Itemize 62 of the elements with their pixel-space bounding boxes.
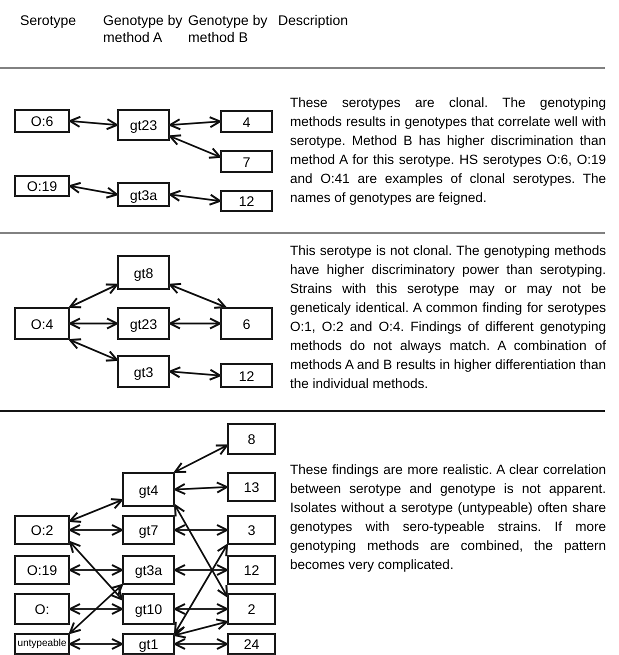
genotype-box: 2 [227, 593, 276, 625]
double-arrow [69, 638, 123, 650]
genotype-box: 12 [227, 555, 276, 585]
double-arrow [69, 116, 118, 130]
genotype-box: gt23 [117, 109, 170, 141]
genotype-box: O:4 [14, 307, 70, 340]
double-arrow [69, 318, 118, 330]
genotype-box: gt10 [122, 593, 175, 625]
double-arrow [174, 638, 228, 650]
double-arrow [169, 318, 221, 330]
double-arrow [169, 190, 221, 206]
genotype-box: O: [14, 593, 70, 625]
double-arrow [69, 498, 123, 523]
genotype-box: 8 [227, 423, 276, 455]
double-arrow [174, 564, 228, 576]
genotype-box: 13 [227, 472, 276, 502]
double-arrow [69, 584, 123, 634]
double-arrow [174, 524, 228, 536]
genotype-box: 7 [220, 150, 273, 173]
genotype-box: gt8 [117, 255, 170, 290]
column-header: Genotype by method A [103, 12, 184, 46]
genotype-box: gt3 [117, 355, 170, 388]
double-arrow [69, 338, 118, 362]
column-header: Description [278, 12, 350, 29]
genotype-box: O:2 [14, 515, 70, 545]
genotype-box: O:6 [14, 109, 70, 133]
double-arrow [69, 541, 123, 600]
double-arrow [69, 603, 123, 615]
genotype-box: gt1 [122, 633, 175, 655]
double-arrow [69, 524, 123, 536]
column-header: Serotype [20, 12, 78, 29]
genotype-box: 12 [220, 190, 273, 212]
double-arrow [174, 444, 228, 473]
genotype-box: O:19 [14, 555, 70, 585]
genotype-box: 6 [220, 307, 273, 340]
genotype-box: untypeable [14, 633, 70, 655]
double-arrow [69, 182, 118, 199]
genotype-box: 4 [220, 110, 273, 133]
genotype-box: gt23 [117, 307, 170, 340]
description-text: This serotype is not clonal. The genotyping methods have higher discriminatory power than serotyping. Strains with this serotype may or may not be geneticaly identical. A common finding for serotypes O:1, O:2 and O:4. Findings of different genotyping methods do not always match. A combination of methods A and B results in higher differentiation than the individual methods. [290, 242, 606, 393]
description-text: These findings are more realistic. A clear correlation between serotype and genotype is not apparent. Isolates without a serotype (untypeable) often share genotypes with sero-typeable strains. If more genotyping methods are combined, the pattern becomes very complicated. [290, 461, 606, 574]
double-arrow [169, 134, 221, 159]
double-arrow [174, 618, 228, 639]
column-header: Genotype by method B [188, 12, 268, 46]
genotype-box: gt4 [122, 472, 175, 507]
genotype-box: 3 [227, 515, 276, 545]
double-arrow [174, 481, 228, 496]
double-arrow [69, 564, 123, 576]
double-arrow [174, 603, 228, 615]
double-arrow [169, 282, 226, 309]
double-arrow [69, 284, 118, 308]
genotype-box: 12 [220, 363, 273, 388]
genotype-box: gt7 [122, 515, 175, 545]
double-arrow [174, 504, 228, 598]
double-arrow [169, 366, 221, 381]
description-text: These serotypes are clonal. The genotyping methods results in genotypes that correlate well with serotype. Method B has higher discrimination than method A for this serotype. HS serotypes O:6, O:19 and O:41 are examples of clonal serotypes. The names of genotypes are feigned. [290, 94, 606, 207]
genotype-box: O:19 [14, 175, 70, 197]
double-arrow [169, 116, 221, 130]
double-arrow [174, 544, 228, 634]
genotype-box: gt3a [117, 182, 170, 207]
genotype-box: gt3a [122, 555, 175, 585]
genotype-box: 24 [227, 633, 276, 655]
